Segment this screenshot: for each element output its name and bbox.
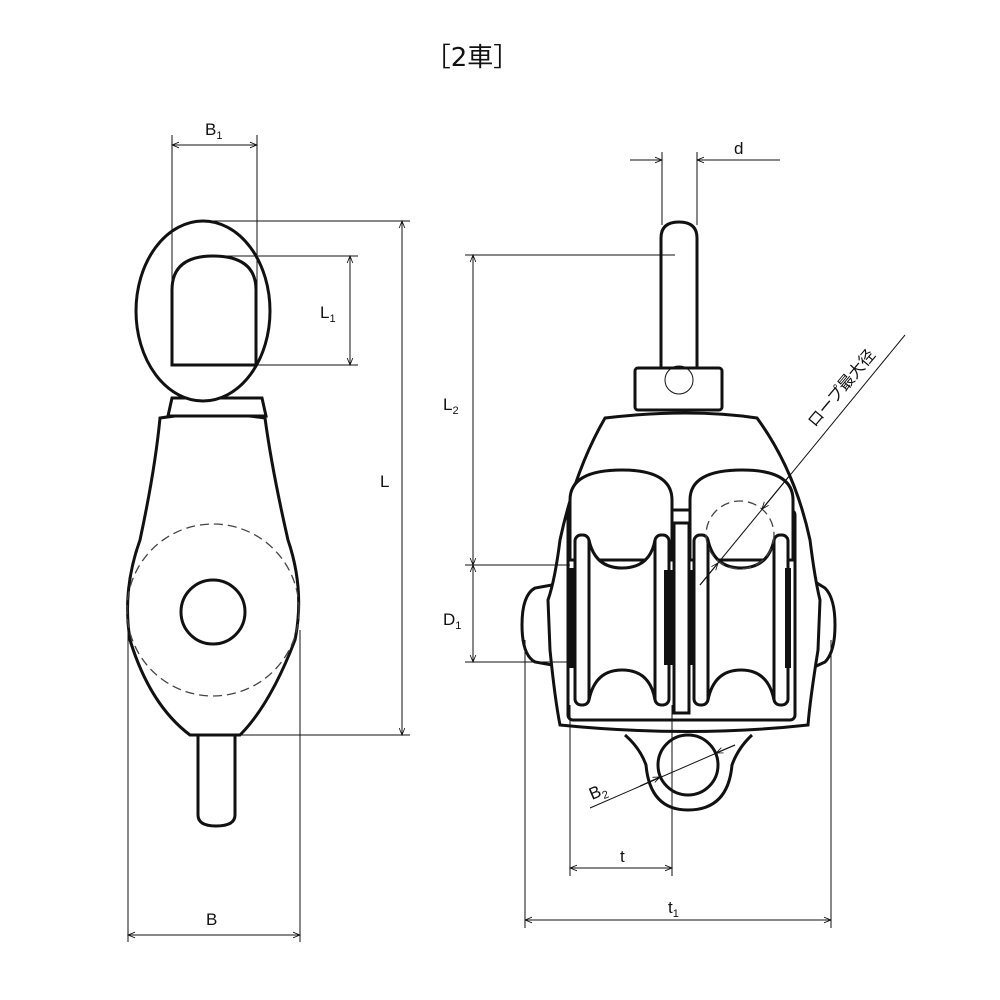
dim-label-b2: B2	[586, 779, 611, 806]
sheave-outline-dashed	[126, 523, 300, 697]
side-view-dimensions: B1 L1 L B	[128, 120, 410, 942]
dim-label-l2: L2	[443, 395, 459, 417]
center-plate	[672, 521, 691, 715]
rope-leader-line	[699, 334, 906, 586]
dim-label-t: t	[620, 847, 625, 866]
top-nut	[633, 366, 724, 412]
side-view	[126, 219, 301, 828]
right-sheave	[689, 533, 791, 707]
right-sheave-top	[688, 468, 795, 562]
dim-label-l1: L1	[320, 303, 336, 325]
dim-label-b1: B1	[205, 120, 222, 142]
axle-hole	[179, 578, 247, 646]
dim-label-b: B	[206, 910, 217, 929]
dim-label-rope-max-diameter: ロープ最大径	[804, 346, 880, 431]
rope-max-diameter-dashed	[705, 500, 775, 570]
dim-label-l: L	[380, 472, 389, 491]
dim-label-d: d	[734, 139, 743, 158]
shaft-bottom	[196, 735, 237, 828]
b2-leader-line	[589, 744, 736, 809]
left-sheave	[569, 533, 673, 707]
nut-bore	[664, 365, 694, 395]
block-body	[126, 412, 301, 737]
left-axle-knob	[520, 583, 554, 667]
dim-label-d1: D1	[443, 610, 461, 632]
drawing-title: ［2車］	[425, 43, 520, 73]
front-view	[520, 220, 837, 812]
swivel-neck	[166, 396, 268, 418]
dim-label-t1: t1	[668, 898, 679, 920]
swivel-eye-inner	[170, 254, 258, 367]
left-sheave-top	[568, 468, 674, 562]
top-hook-shaft	[659, 220, 699, 380]
